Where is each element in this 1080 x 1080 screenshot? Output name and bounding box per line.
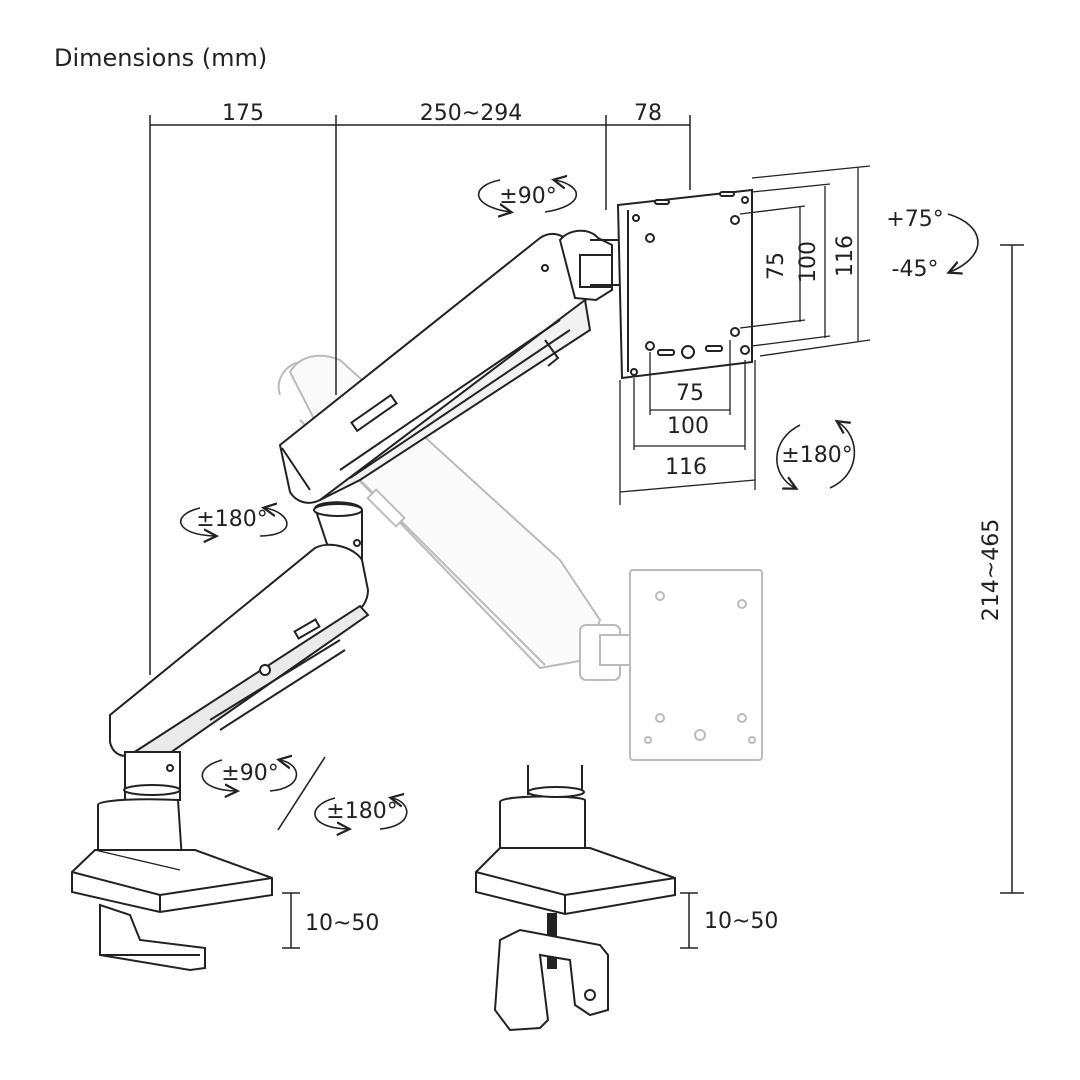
tilt-head (558, 229, 620, 302)
clamp-thickness-dims (282, 892, 698, 949)
rot-tilt-down: -45° (892, 257, 939, 282)
rot-base-swivel: ±90° (221, 761, 278, 786)
dim-vesa-v75: 75 (764, 252, 789, 280)
right-base-clamp (475, 765, 676, 1032)
diagram-title: Dimensions (mm) (54, 44, 268, 72)
vesa-vertical-dims (739, 165, 871, 357)
rot-plate-rotate: ±180° (781, 443, 852, 468)
top-dimension-lines (149, 115, 691, 675)
dim-vesa-h116: 116 (665, 455, 707, 480)
vesa-plate (616, 188, 753, 380)
height-dimension (1000, 244, 1024, 894)
dim-vesa-h75: 75 (676, 381, 704, 406)
dim-vesa-h100: 100 (667, 414, 709, 439)
lower-arm (109, 501, 370, 762)
dim-clamp-right: 10~50 (704, 909, 778, 934)
dim-vesa-v116: 116 (833, 235, 858, 277)
rot-mid-joint: ±180° (196, 507, 267, 532)
dim-arm-base-offset: 175 (222, 101, 264, 126)
dim-vesa-v100: 100 (796, 241, 821, 283)
rot-tilt-up: +75° (886, 207, 943, 232)
dim-height-range: 214~465 (979, 519, 1004, 621)
vesa-horizontal-dims (619, 340, 756, 505)
rot-head-swivel: ±90° (499, 184, 556, 209)
rotation-arrows (180, 180, 979, 830)
upper-arm (278, 232, 592, 504)
dim-head-depth: 78 (634, 101, 662, 126)
ghost-vesa-plate (629, 569, 763, 761)
left-base-clamp (71, 751, 273, 972)
dim-arm-reach: 250~294 (420, 101, 522, 126)
dim-clamp-left: 10~50 (305, 911, 379, 936)
rot-base-rotate: ±180° (326, 799, 397, 824)
